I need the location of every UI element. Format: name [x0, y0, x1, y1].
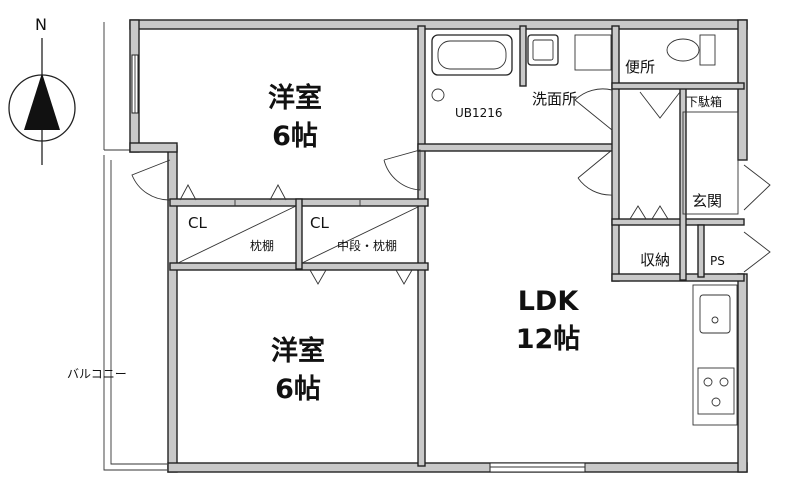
storage-label: 収納	[640, 251, 670, 269]
bedroom-bottom-size: 6帖	[275, 374, 321, 405]
shoe-cabinet-label: 下駄箱	[686, 94, 722, 109]
bathtub-icon	[431, 34, 513, 102]
ldk-size: 12帖	[516, 324, 581, 355]
toilet-icon	[666, 34, 716, 66]
closet-details	[177, 200, 421, 264]
room-labels: 洋室 6帖 洋室 6帖 LDK 12帖 UB1216 洗面所 便所 下駄箱 玄関…	[188, 58, 725, 405]
balcony-area: バルコニー	[67, 22, 170, 471]
closet-left-name: CL	[188, 214, 207, 232]
bedroom-bottom-name: 洋室	[271, 335, 325, 367]
bedroom-top-name: 洋室	[268, 82, 322, 114]
closet-right-note: 中段・枕棚	[337, 238, 397, 253]
washroom-label: 洗面所	[532, 90, 577, 108]
toilet-label: 便所	[625, 58, 655, 76]
sink-icon	[527, 34, 612, 71]
shoe-cabinet-frame	[682, 111, 739, 215]
closet-right-name: CL	[310, 214, 329, 232]
compass-north-label: N	[35, 15, 47, 34]
compass-arrow-icon	[24, 73, 60, 130]
balcony-label: バルコニー	[67, 367, 127, 381]
bedroom-top-size: 6帖	[272, 121, 318, 152]
windows	[131, 54, 586, 473]
ps-label: PS	[710, 254, 725, 268]
entrance-label: 玄関	[692, 192, 722, 210]
kitchen-sink-icon	[692, 284, 738, 426]
closet-left-note: 枕棚	[250, 238, 274, 253]
ldk-name: LDK	[518, 286, 580, 317]
compass: N	[8, 15, 76, 165]
doors	[131, 88, 771, 285]
bath-label: UB1216	[455, 106, 503, 120]
stove-icon	[697, 367, 735, 415]
